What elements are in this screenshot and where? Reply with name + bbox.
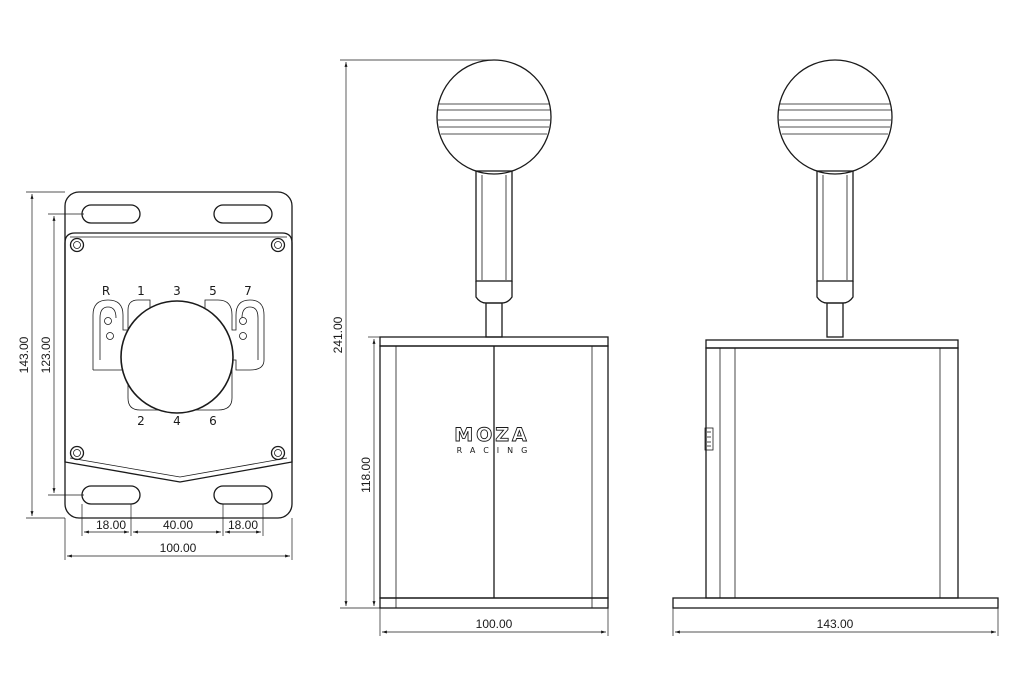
- gear-gate-inner: [99, 306, 259, 360]
- gear-label-4: 4: [173, 414, 181, 428]
- screw-icon: [270, 237, 286, 253]
- shaft-neck: [485, 302, 503, 338]
- knob-ring-side: [778, 103, 892, 135]
- gear-label-7: 7: [244, 284, 252, 298]
- shift-shaft-side: [816, 170, 854, 282]
- gate-pin: [106, 332, 114, 340]
- shaft-taper-side: [816, 281, 854, 304]
- shifter-base: [379, 597, 609, 609]
- screw-icon: [270, 445, 286, 461]
- svg-text:18.00: 18.00: [96, 518, 126, 532]
- gate-pin: [104, 317, 112, 325]
- shaft-taper: [475, 281, 513, 304]
- svg-text:241.00: 241.00: [331, 316, 345, 353]
- svg-text:100.00: 100.00: [160, 541, 197, 555]
- dimension-side-width: 143.00: [672, 608, 999, 636]
- dimension-width: 100.00: [64, 518, 293, 560]
- gear-label-3: 3: [173, 284, 181, 298]
- base-plate-side: [672, 597, 999, 609]
- gear-label-r: R: [102, 284, 110, 298]
- side-label-icon: [704, 427, 714, 451]
- dimension-height-outer: 143.00: [17, 191, 65, 519]
- gear-label-6: 6: [209, 414, 217, 428]
- top-cover-edge: [69, 236, 288, 478]
- gear-label-5: 5: [209, 284, 217, 298]
- screw-icon: [69, 445, 85, 461]
- knob-top-view: [120, 300, 234, 414]
- mount-slot: [213, 204, 273, 224]
- dimension-height-inner: 123.00: [39, 213, 84, 496]
- gear-label-1: 1: [137, 284, 145, 298]
- screw-icon: [69, 237, 85, 253]
- svg-text:118.00: 118.00: [359, 457, 373, 493]
- top-cover: [64, 232, 293, 483]
- shift-knob-side: [777, 59, 893, 175]
- gear-gate: [92, 299, 265, 411]
- dimension-front-width: 100.00: [379, 608, 609, 636]
- svg-text:40.00: 40.00: [163, 518, 193, 532]
- svg-text:143.00: 143.00: [817, 617, 854, 631]
- shifter-body-top-side: [705, 339, 959, 349]
- mount-slot: [81, 204, 141, 224]
- shifter-body-side: [705, 347, 959, 599]
- mount-slot: [81, 485, 141, 505]
- shifter-body-top: [379, 336, 609, 347]
- svg-text:143.00: 143.00: [17, 336, 31, 373]
- top-view: R 1 3 5 7 2 4 6 143.00 123.00: [17, 191, 293, 560]
- svg-text:100.00: 100.00: [476, 617, 513, 631]
- front-view: MOZA RACING 241.00 118.00 100.00: [331, 59, 609, 636]
- brand-subtitle: RACING: [457, 446, 536, 455]
- mount-slot: [213, 485, 273, 505]
- brand-logo: MOZA: [454, 424, 530, 446]
- dimension-total-height: 241.00: [331, 59, 494, 609]
- dimension-body-height: 118.00: [359, 336, 380, 606]
- shaft-neck-side: [826, 302, 844, 338]
- gate-pin: [239, 317, 247, 325]
- shift-shaft: [475, 170, 513, 282]
- dimension-slots: 18.00 40.00 18.00: [81, 504, 264, 536]
- shift-knob: [436, 59, 552, 175]
- svg-text:18.00: 18.00: [228, 518, 258, 532]
- gate-pin: [239, 332, 247, 340]
- side-view: 143.00: [672, 59, 999, 636]
- svg-text:123.00: 123.00: [39, 336, 53, 373]
- gear-label-2: 2: [137, 414, 145, 428]
- knob-ring: [437, 103, 551, 135]
